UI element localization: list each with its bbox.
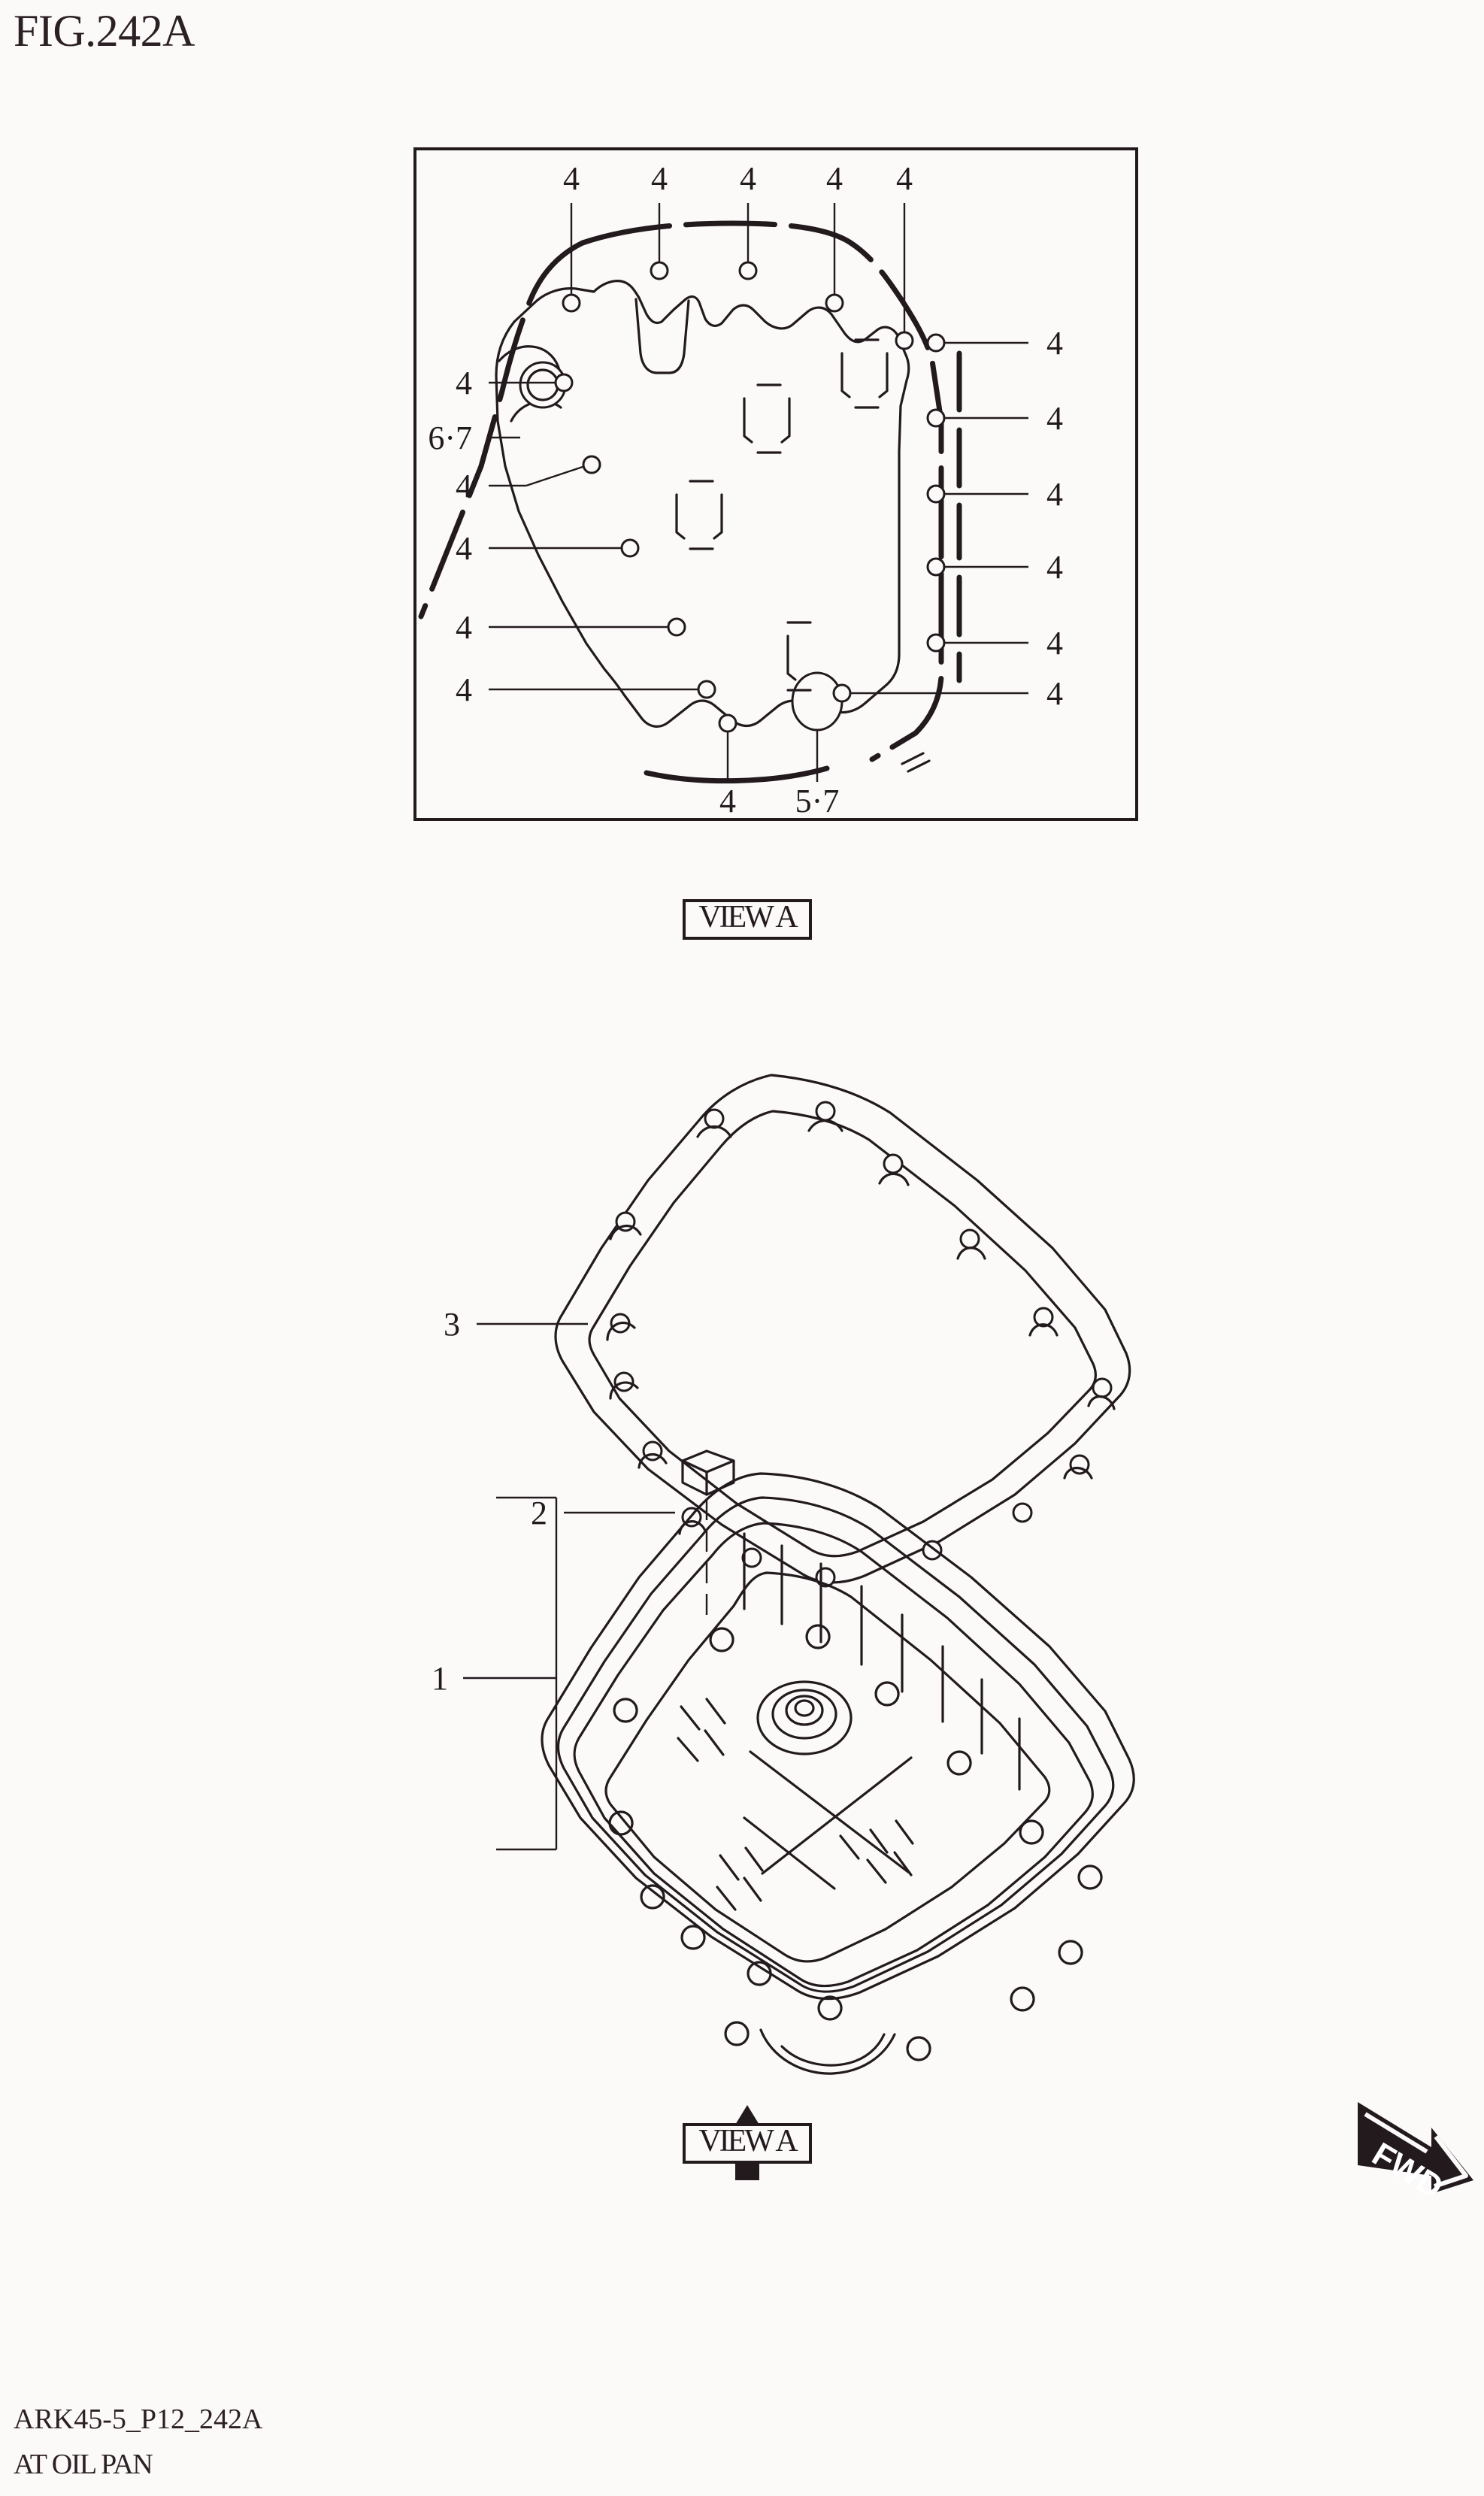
callout-top-2: 4 xyxy=(651,160,668,197)
bolt-hole-right-3 xyxy=(926,484,946,504)
right-callout-group: 4 4 4 4 4 4 xyxy=(832,325,1063,712)
view-a-label-top-text: VIEW A xyxy=(698,900,798,934)
detail-view-frame xyxy=(413,147,1138,821)
oil-level-tube-inner xyxy=(526,368,559,401)
callout-right-3: 4 xyxy=(1046,476,1063,513)
callout-left-4: 4 xyxy=(456,530,472,567)
bolt-hole-left-4 xyxy=(620,538,640,558)
bolt-hole-bottom-1 xyxy=(718,713,737,733)
gasket-part: 3 xyxy=(444,1074,1131,1588)
gasket-lobes xyxy=(606,1119,1116,1535)
bolt-hole-right-1 xyxy=(926,333,946,353)
floor-cast-marks xyxy=(677,1698,914,1911)
view-a-label-top: VIEW A xyxy=(683,899,812,940)
page-title: FIG.242A xyxy=(14,6,195,56)
callout-right-4: 4 xyxy=(1046,549,1063,586)
bolt-hole-left-6 xyxy=(697,680,716,699)
callout-left-3: 4 xyxy=(456,468,472,504)
callout-gasket: 3 xyxy=(444,1306,460,1343)
bolt-hole-top-4 xyxy=(825,293,844,313)
callout-left-1: 4 xyxy=(456,365,472,401)
hatch-ticks xyxy=(901,752,931,773)
view-a-label-bottom-text: VIEW A xyxy=(698,2124,798,2158)
gasket-bead-outer xyxy=(418,220,944,784)
callout-bottom-2: 5·7 xyxy=(795,783,840,819)
callout-left-2: 6·7 xyxy=(428,420,472,456)
callout-bottom-1: 4 xyxy=(719,783,736,819)
bolt-hole-top-5 xyxy=(895,331,914,350)
callout-right-6: 4 xyxy=(1046,675,1063,712)
bolt-hole-left-1 xyxy=(554,373,574,392)
bolt-hole-left-3 xyxy=(582,455,601,474)
cast-marks xyxy=(675,338,889,692)
gasket-bolt-holes xyxy=(610,1101,1113,1588)
footer-part-name: AT OIL PAN xyxy=(14,2449,153,2480)
view-a-label-bottom: VIEW A xyxy=(683,2123,812,2164)
oil-pan-ribs xyxy=(743,1532,1021,1791)
drain-boss xyxy=(756,1680,853,1755)
callout-top-5: 4 xyxy=(896,160,913,197)
drain-plug-part: 2 xyxy=(531,1449,735,1620)
callout-right-2: 4 xyxy=(1046,400,1063,437)
view-direction-arrow xyxy=(719,2105,776,2180)
callout-right-1: 4 xyxy=(1046,325,1063,362)
callout-right-5: 4 xyxy=(1046,625,1063,662)
oil-pan-part: 1 xyxy=(432,1472,1135,2075)
oil-pan-bolt-lugs xyxy=(608,1624,1103,2061)
callout-left-6: 4 xyxy=(456,671,472,708)
oil-level-tube-hole xyxy=(519,361,567,409)
floor-panel-edges xyxy=(743,1750,913,1890)
callout-drain-plug: 2 xyxy=(531,1495,547,1531)
bolt-hole-top-2 xyxy=(650,261,669,280)
top-callout-group: 4 4 4 4 4 xyxy=(562,160,914,350)
footer-code: ARK45-5_P12_242A xyxy=(14,2404,263,2435)
callout-top-4: 4 xyxy=(826,160,843,197)
gasket-outline xyxy=(495,280,910,728)
callout-left-5: 4 xyxy=(456,609,472,646)
bolt-hole-right-4 xyxy=(926,557,946,577)
bolt-hole-right-6 xyxy=(832,683,852,703)
drain-plug-boss xyxy=(791,671,843,732)
callout-top-1: 4 xyxy=(563,160,580,197)
fwd-arrow: FWD xyxy=(1358,2102,1473,2206)
bolt-hole-top-3 xyxy=(738,261,758,280)
left-callout-group: 4 6·7 4 4 4 4 xyxy=(428,365,716,708)
bolt-hole-left-5 xyxy=(667,617,686,637)
bolt-hole-top-1 xyxy=(562,293,581,313)
callout-top-3: 4 xyxy=(740,160,756,197)
bolt-hole-right-5 xyxy=(926,633,946,653)
leader-oil-pan xyxy=(463,1496,558,1851)
fwd-arrow-text: FWD xyxy=(1366,2136,1449,2207)
bolt-hole-right-2 xyxy=(926,408,946,428)
callout-oil-pan: 1 xyxy=(432,1660,448,1697)
bottom-callout-group: 4 5·7 xyxy=(718,713,840,819)
